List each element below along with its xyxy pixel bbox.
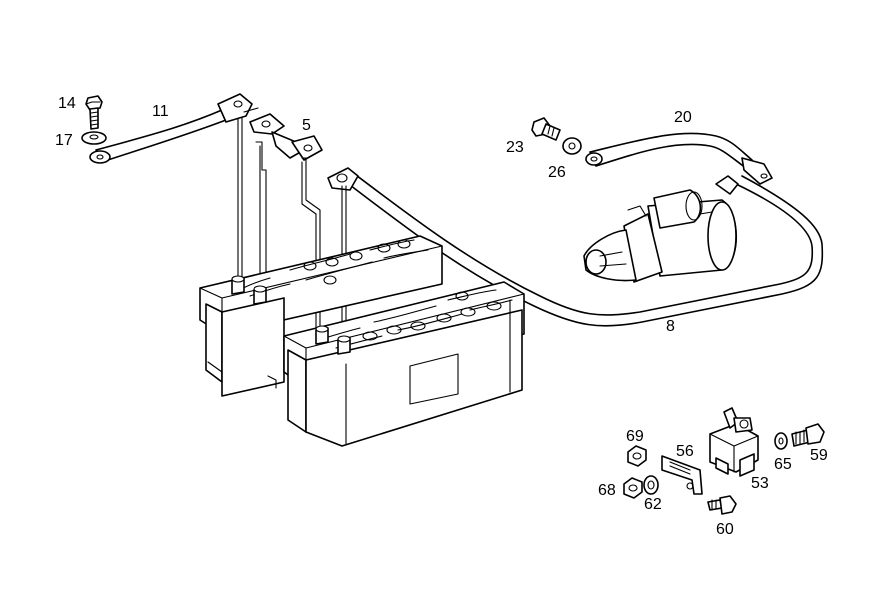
callout-56: 56 — [676, 443, 694, 460]
callout-11: 11 — [152, 103, 169, 120]
nut-69 — [627, 445, 647, 467]
callout-69: 69 — [626, 428, 644, 445]
callout-8: 8 — [666, 318, 675, 335]
nut-68 — [623, 477, 643, 499]
bolt-60 — [707, 495, 737, 515]
callout-26: 26 — [548, 164, 566, 181]
callout-14: 14 — [58, 95, 76, 112]
bolt-14 — [85, 95, 103, 130]
washer-17 — [81, 131, 107, 145]
callout-5: 5 — [302, 117, 311, 134]
washer-65 — [774, 432, 788, 450]
terminal-53 — [709, 407, 759, 477]
callout-23: 23 — [506, 139, 524, 156]
ground-strap-11 — [89, 93, 259, 164]
callout-60: 60 — [716, 521, 734, 538]
battery-link-5 — [249, 113, 323, 161]
callout-53: 53 — [751, 475, 769, 492]
callout-labels: 14 17 11 5 20 23 26 8 69 56 68 62 53 65 … — [55, 95, 828, 538]
callout-62: 62 — [644, 496, 662, 513]
battery-rear — [199, 235, 443, 397]
bolt-59 — [791, 423, 825, 447]
starter-motor — [583, 189, 738, 283]
washer-62 — [643, 475, 659, 495]
battery-front — [283, 281, 525, 447]
starter-strap-20 — [585, 132, 773, 185]
bolt-23 — [531, 117, 561, 141]
callout-20: 20 — [674, 109, 692, 126]
callout-68: 68 — [598, 482, 616, 499]
washer-26 — [562, 137, 582, 155]
callout-59: 59 — [810, 447, 828, 464]
callout-17: 17 — [55, 132, 73, 149]
bracket-56 — [661, 455, 703, 495]
callout-65: 65 — [774, 456, 792, 473]
